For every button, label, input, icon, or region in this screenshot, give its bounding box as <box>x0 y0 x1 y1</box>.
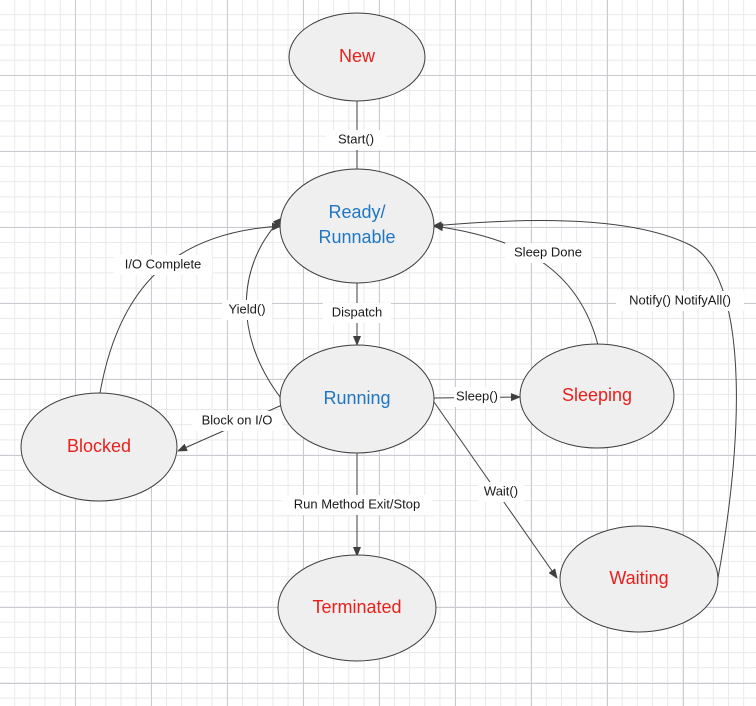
edge-notify <box>432 220 737 579</box>
state-blocked-label: Blocked <box>67 436 131 456</box>
label-sleep-done: Sleep Done <box>505 243 591 263</box>
label-yield-text: Yield() <box>228 301 265 316</box>
state-waiting-label: Waiting <box>609 568 668 588</box>
label-sleep-text: Sleep() <box>456 388 498 403</box>
label-yield: Yield() <box>222 300 272 320</box>
label-start-text: Start() <box>338 131 374 146</box>
state-terminated-label: Terminated <box>312 597 401 617</box>
label-start: Start() <box>326 130 386 150</box>
state-new: New <box>288 12 426 102</box>
label-sleep-done-text: Sleep Done <box>514 244 582 259</box>
state-ready-label-2: Runnable <box>318 227 395 247</box>
label-block-on-io-text: Block on I/O <box>202 412 273 427</box>
state-terminated: Terminated <box>277 554 437 662</box>
label-wait-text: Wait() <box>484 483 518 498</box>
edge-yield <box>245 217 283 398</box>
label-block-on-io: Block on I/O <box>192 411 282 431</box>
state-running: Running <box>279 344 435 454</box>
label-dispatch-text: Dispatch <box>332 304 383 319</box>
state-new-label: New <box>339 46 376 66</box>
state-running-label: Running <box>323 388 390 408</box>
state-waiting: Waiting <box>559 525 719 633</box>
state-blocked: Blocked <box>20 392 178 502</box>
state-ready-label-1: Ready/ <box>328 202 385 222</box>
label-sleep: Sleep() <box>454 387 500 407</box>
state-sleeping: Sleeping <box>519 343 675 449</box>
label-run-exit-text: Run Method Exit/Stop <box>294 496 420 511</box>
state-ready-runnable: Ready/ Runnable <box>279 168 435 284</box>
state-sleeping-label: Sleeping <box>562 385 632 405</box>
label-io-complete: I/O Complete <box>114 255 212 275</box>
label-wait: Wait() <box>478 482 524 502</box>
label-run-exit: Run Method Exit/Stop <box>282 495 432 515</box>
label-notify: Notify() NotifyAll() <box>616 291 744 311</box>
label-notify-text: Notify() NotifyAll() <box>629 292 731 307</box>
label-dispatch: Dispatch <box>323 303 391 323</box>
label-io-complete-text: I/O Complete <box>125 256 202 271</box>
